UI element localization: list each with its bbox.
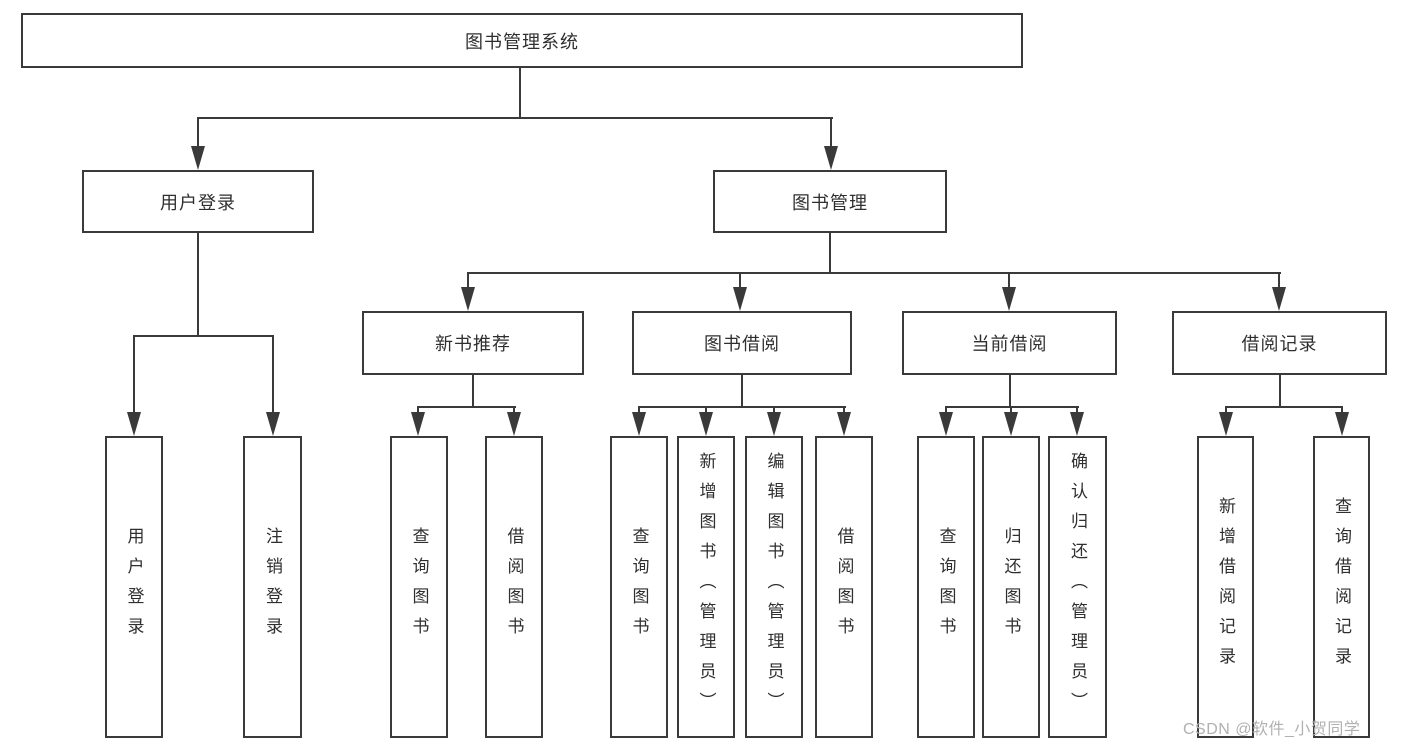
arrow-down-icon: [1219, 412, 1233, 436]
leaf-label: 用户登录: [124, 527, 144, 647]
node-book-management-system: 图书管理系统: [21, 13, 1023, 68]
connector-line: [638, 406, 640, 416]
arrow-down-icon: [1272, 287, 1286, 311]
connector-line: [773, 406, 775, 416]
node-label: 借阅记录: [1241, 334, 1318, 354]
arrow-down-icon: [632, 412, 646, 436]
connector-line: [739, 272, 741, 290]
connector-line: [272, 335, 274, 417]
node-user-login: 用户登录: [82, 170, 314, 233]
arrow-down-icon: [507, 412, 521, 436]
leaf-label: 查询图书: [629, 527, 649, 647]
node-new-book-recommend: 新书推荐: [362, 311, 584, 375]
arrow-down-icon: [461, 287, 475, 311]
connector-line: [843, 406, 845, 416]
arrow-down-icon: [733, 287, 747, 311]
node-label: 图书管理系统: [465, 31, 579, 52]
leaf-label: 归还图书: [1001, 527, 1021, 647]
connector-line: [829, 233, 831, 274]
leaf-query-books-borrow: 查询图书: [610, 436, 668, 738]
node-borrow-records: 借阅记录: [1172, 311, 1387, 375]
connector-line: [467, 272, 469, 290]
node-current-borrow: 当前借阅: [902, 311, 1117, 375]
node-book-management: 图书管理: [713, 170, 947, 233]
leaf-borrow-books-borrow: 借阅图书: [815, 436, 873, 738]
leaf-confirm-return-admin: 确认归还（管理员）: [1048, 436, 1107, 738]
connector-line: [197, 117, 199, 149]
leaf-query-books-current: 查询图书: [917, 436, 975, 738]
arrow-down-icon: [1070, 412, 1084, 436]
arrow-down-icon: [699, 412, 713, 436]
connector-line: [417, 406, 516, 408]
node-label: 图书借阅: [704, 334, 780, 354]
arrow-down-icon: [837, 412, 851, 436]
leaf-label: 查询图书: [936, 527, 956, 647]
connector-line: [1010, 406, 1012, 416]
arrow-down-icon: [767, 412, 781, 436]
arrow-down-icon: [1002, 287, 1016, 311]
connector-line: [197, 117, 833, 119]
connector-line: [513, 406, 515, 416]
leaf-user-login: 用户登录: [105, 436, 163, 738]
connector-line: [945, 406, 947, 416]
leaf-add-book-admin: 新增图书（管理员）: [677, 436, 735, 738]
connector-line: [1009, 375, 1011, 408]
watermark: CSDN @软件_小贺同学: [1183, 721, 1361, 738]
connector-line: [133, 335, 274, 337]
arrow-down-icon: [191, 146, 205, 170]
arrow-down-icon: [939, 412, 953, 436]
connector-line: [1341, 406, 1343, 416]
connector-line: [830, 117, 832, 149]
leaf-query-borrow-record: 查询借阅记录: [1313, 436, 1370, 738]
leaf-add-borrow-record: 新增借阅记录: [1197, 436, 1254, 738]
leaf-label: 查询图书: [409, 527, 429, 647]
connector-line: [1278, 272, 1280, 290]
leaf-edit-book-admin: 编辑图书（管理员）: [745, 436, 803, 738]
node-book-borrow: 图书借阅: [632, 311, 852, 375]
arrow-down-icon: [1335, 412, 1349, 436]
connector-line: [1279, 375, 1281, 407]
connector-line: [1008, 272, 1010, 290]
connector-line: [1225, 406, 1343, 408]
connector-line: [197, 233, 199, 337]
arrow-down-icon: [824, 146, 838, 170]
node-label: 用户登录: [160, 192, 236, 213]
connector-line: [133, 335, 135, 417]
connector-line: [467, 272, 1281, 274]
connector-line: [519, 68, 521, 119]
leaf-label: 借阅图书: [834, 527, 854, 647]
connector-line: [638, 406, 846, 408]
node-label: 当前借阅: [971, 334, 1048, 354]
node-label: 图书管理: [792, 192, 868, 213]
connector-line: [705, 406, 707, 416]
connector-line: [945, 406, 1079, 408]
leaf-return-book: 归还图书: [982, 436, 1040, 738]
connector-line: [1076, 406, 1078, 416]
connector-line: [472, 375, 474, 408]
connector-line: [1225, 406, 1227, 416]
leaf-label: 借阅图书: [504, 527, 524, 647]
leaf-label: 查询借阅记录: [1332, 497, 1351, 677]
leaf-label: 新增图书（管理员）: [696, 452, 716, 722]
node-label: 新书推荐: [435, 334, 511, 354]
leaf-query-books-recommend: 查询图书: [390, 436, 448, 738]
leaf-label: 编辑图书（管理员）: [764, 452, 784, 722]
arrow-down-icon: [1004, 412, 1018, 436]
leaf-label: 新增借阅记录: [1216, 497, 1235, 677]
leaf-label: 确认归还（管理员）: [1068, 452, 1087, 722]
leaf-label: 注销登录: [263, 527, 282, 647]
leaf-logout: 注销登录: [243, 436, 302, 738]
arrow-down-icon: [127, 412, 141, 436]
connector-line: [741, 375, 743, 408]
arrow-down-icon: [266, 412, 280, 436]
connector-line: [417, 406, 419, 416]
leaf-borrow-books-recommend: 借阅图书: [485, 436, 543, 738]
arrow-down-icon: [411, 412, 425, 436]
